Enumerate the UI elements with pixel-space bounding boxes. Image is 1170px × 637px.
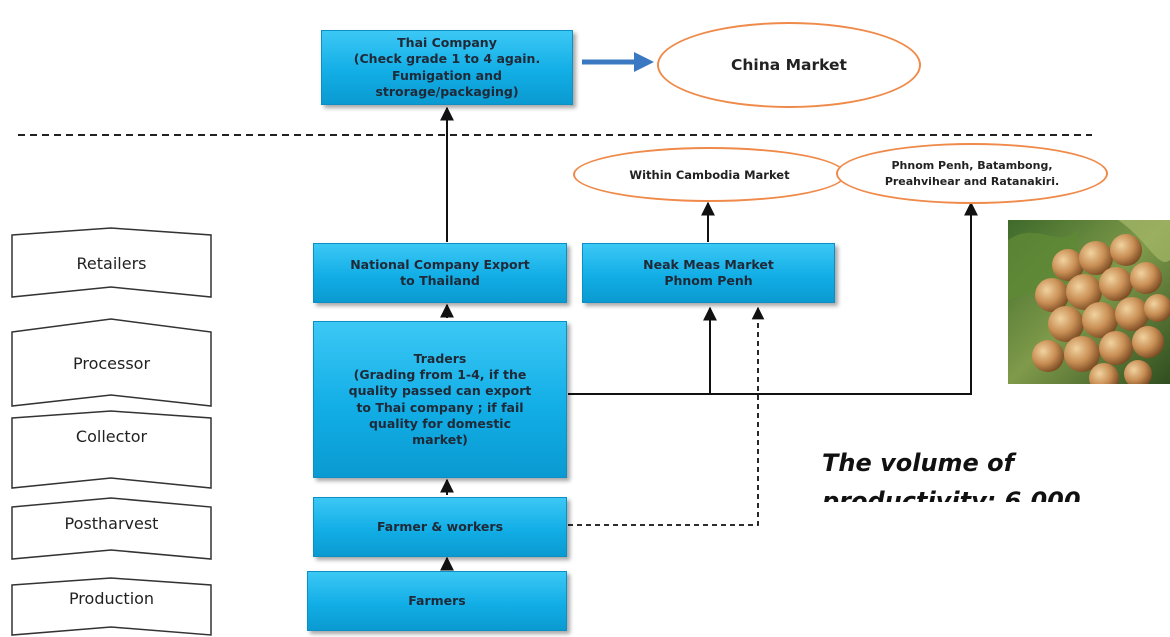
provinces-oval: Phnom Penh, Batambong, Preahvihear and R… — [836, 143, 1108, 204]
farmer-workers-box: Farmer & workers — [313, 497, 567, 557]
connector-lines — [18, 52, 1092, 571]
stage-label: Processor — [72, 353, 151, 373]
dashed-farmerworkers-to-neakmeas — [568, 306, 765, 526]
chevron-shape — [11, 318, 212, 407]
longan-photo-illustration — [1008, 220, 1170, 384]
chevron-shape — [11, 497, 212, 560]
chevron-shape — [11, 410, 212, 489]
stage-label: Production — [68, 588, 155, 608]
within-cambodia-oval: Within Cambodia Market — [573, 147, 846, 202]
stage-postharvest: Postharvest — [10, 497, 213, 561]
volume-text: The volume of productivity: 6,000 — [822, 449, 1081, 502]
stage-label: Postharvest — [64, 513, 159, 533]
chevron-shape — [11, 227, 212, 298]
traders-box: Traders (Grading from 1-4, if the qualit… — [313, 321, 567, 478]
china-market-oval: China Market — [657, 22, 921, 108]
stage-processor: Processor — [10, 318, 213, 408]
national-export-box: National Company Export to Thailand — [313, 243, 567, 303]
stage-collector: Collector — [10, 410, 213, 490]
stage-label: Retailers — [76, 253, 147, 273]
stage-label: Collector — [75, 426, 148, 446]
thai-company-box: Thai Company (Check grade 1 to 4 again. … — [321, 30, 573, 105]
farmers-box: Farmers — [307, 571, 567, 631]
longan-photo — [1008, 220, 1170, 384]
stage-production: Production — [10, 577, 213, 637]
neak-meas-box: Neak Meas Market Phnom Penh — [582, 243, 835, 303]
stage-retailers: Retailers — [10, 227, 213, 299]
